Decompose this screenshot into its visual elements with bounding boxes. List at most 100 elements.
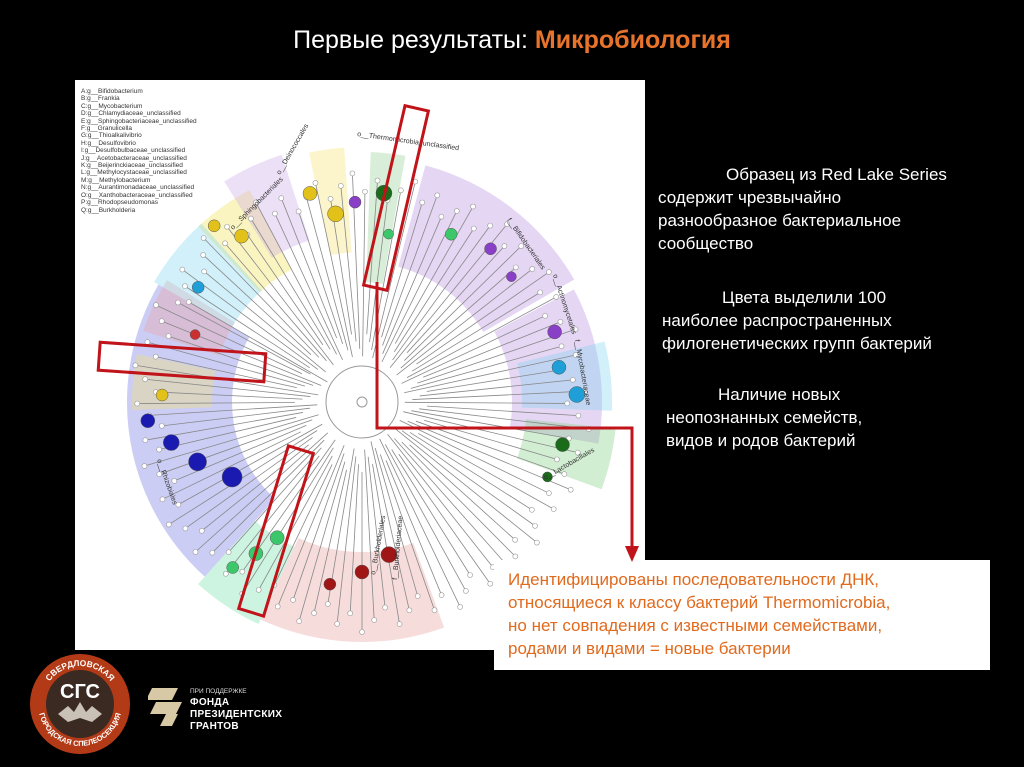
clade-node <box>269 530 285 545</box>
leaf-node <box>166 521 172 528</box>
tree-branch <box>137 402 295 404</box>
leaf-node <box>585 426 592 432</box>
tree-branch <box>349 464 359 614</box>
title-prefix: Первые результаты: <box>293 26 535 54</box>
clade-node <box>383 228 394 240</box>
leaf-node <box>182 525 189 532</box>
tree-branch <box>155 391 303 400</box>
tree-branch <box>159 419 313 475</box>
clade-node <box>555 437 570 452</box>
clade-sector <box>154 223 262 327</box>
grant-logo-icon <box>148 688 182 726</box>
legend-item: I:g__Desulfobulbaceae_unclassified <box>81 147 186 155</box>
leaf-node <box>159 423 165 429</box>
tree-branch <box>247 234 324 346</box>
leaf-node <box>175 501 182 508</box>
clade-node <box>323 577 337 591</box>
callout-line: но нет совпадения с известными семейства… <box>508 616 883 635</box>
legend-item: M:g__Methylobacterium <box>81 176 151 184</box>
leaf-node <box>359 629 365 635</box>
text-line: наиболее распространенных <box>662 311 892 330</box>
leaf-node <box>487 222 493 229</box>
legend-item: Q:g__Burkholderia <box>81 206 136 214</box>
leaf-node <box>470 203 476 210</box>
leaf-node <box>487 580 493 587</box>
clade-label-deinococcales: o__Deinococcales <box>276 123 311 176</box>
leaf-node <box>471 225 477 232</box>
leaf-node <box>419 199 426 206</box>
leaf-node <box>371 617 377 623</box>
leaf-node <box>239 590 246 597</box>
sgs-logo: СВЕРДЛОВСКАЯ СГС ГОРОДСКАЯ СПЕЛЕОСЕКЦИЯ <box>30 654 130 754</box>
legend-item: B:g__Frankia <box>81 95 120 103</box>
clade-node <box>302 186 318 201</box>
leaf-node <box>564 400 570 407</box>
leaf-node <box>248 215 254 222</box>
leaf-node <box>185 299 192 305</box>
leaf-node <box>434 192 441 199</box>
tree-branch <box>161 407 311 427</box>
leaf-node <box>529 507 535 513</box>
tree-branch <box>203 271 326 373</box>
tree-branch <box>362 191 366 357</box>
leaf-node <box>362 188 368 195</box>
legend-item: K:g__Beijerinckiaceae_unclassified <box>81 162 183 170</box>
leaf-node <box>200 252 207 258</box>
clade-node <box>155 388 169 402</box>
leaf-node <box>295 208 302 215</box>
legend-item: F:g__Granulicella <box>81 125 132 133</box>
clade-node <box>221 466 243 488</box>
leaf-node <box>374 177 381 184</box>
leaf-node <box>296 618 302 624</box>
logo-center-text: СГС <box>60 681 100 703</box>
leaf-node <box>142 376 148 383</box>
grant-text: ПРИ ПОДДЕРЖКЕ ФОНДА ПРЕЗИДЕНТСКИХ ГРАНТО… <box>190 686 282 733</box>
page-title: Первые результаты: Микробиология <box>0 26 1024 55</box>
leaf-node <box>546 490 552 496</box>
leaf-node <box>142 437 149 444</box>
leaf-node <box>561 471 568 477</box>
leaf-node <box>334 621 340 627</box>
legend-item: E:g__Sphingobacteriaceae_unclassified <box>81 117 197 125</box>
leaf-node <box>338 183 344 189</box>
leaf-node <box>182 283 188 289</box>
text-line: филогенетических групп бактерий <box>662 334 932 353</box>
text-line: видов и родов бактерий <box>666 431 856 450</box>
callout-line: родами и видами = новые бактерии <box>508 639 791 658</box>
leaf-node <box>438 592 445 598</box>
clade-node <box>234 228 249 244</box>
leaf-node <box>325 601 331 607</box>
leaf-node <box>272 210 278 217</box>
tree-branch <box>274 213 343 361</box>
leaf-node <box>278 195 285 201</box>
leaf-node <box>201 268 207 275</box>
text-line: Цвета выделили 100 <box>722 288 887 307</box>
leaf-node <box>200 235 207 241</box>
legend-item: C:g__Mycobacterium <box>81 102 143 110</box>
tree-branch <box>364 449 375 621</box>
leaf-node <box>141 463 148 469</box>
leaf-node <box>156 446 162 453</box>
leaf-node <box>274 603 281 610</box>
leaf-node <box>570 377 576 383</box>
leaf-node <box>558 343 565 350</box>
tree-branch <box>298 211 344 345</box>
callout-box: Идентифицированы последовательности ДНК,… <box>494 560 990 670</box>
leaf-node <box>158 318 165 324</box>
leaf-node <box>153 302 159 308</box>
leaf-node <box>179 266 186 273</box>
leaf-node <box>349 170 356 177</box>
legend-item: H:g__Desulfovibrio <box>81 139 136 147</box>
clade-node <box>348 195 362 209</box>
clade-node <box>191 281 205 294</box>
leaf-node <box>398 187 404 194</box>
text-line: сообщество <box>658 234 754 253</box>
leaf-node <box>290 597 296 603</box>
tree-branch <box>159 417 297 450</box>
leaf-node <box>501 243 508 249</box>
text-line: Наличие новых <box>718 385 841 404</box>
clade-node <box>354 564 370 580</box>
leaf-node <box>557 319 564 325</box>
leaf-node <box>467 572 473 578</box>
tree-branch <box>203 237 320 358</box>
